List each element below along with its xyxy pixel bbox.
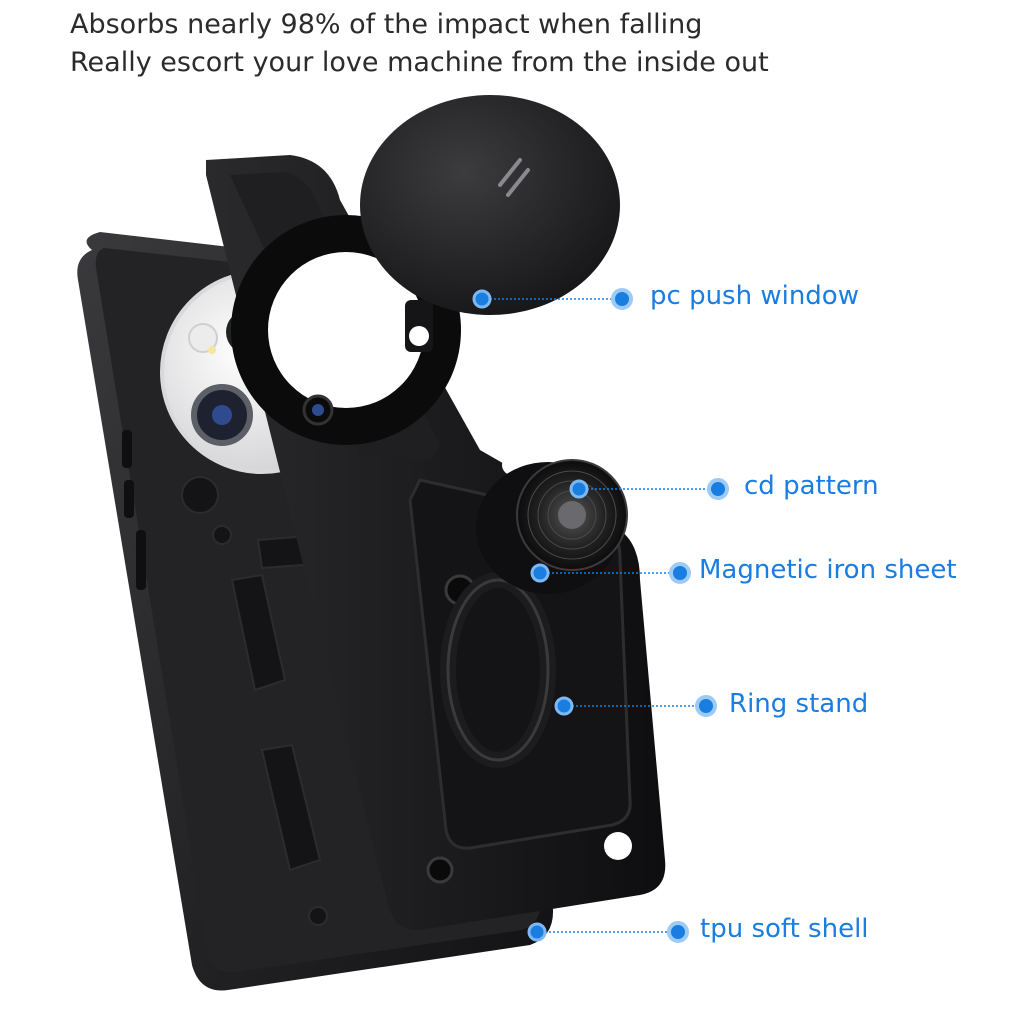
ring-stand (440, 572, 556, 768)
headline-line-1: Absorbs nearly 98% of the impact when fa… (70, 9, 703, 40)
armor-frame (206, 155, 666, 931)
callout-marker-ring-stand (554, 695, 717, 717)
headline: Absorbs nearly 98% of the impact when fa… (70, 6, 769, 82)
callout-label-pc-push-window: pc push window (650, 281, 859, 311)
callout-marker-magnetic-iron-sheet (530, 562, 691, 584)
callout-label-ring-stand: Ring stand (729, 689, 869, 719)
callout-marker-pc-push-window (472, 288, 633, 310)
pc-push-window (360, 95, 620, 352)
side-buttons (122, 430, 146, 590)
callout-markers (472, 288, 729, 943)
callout-marker-cd-pattern (569, 478, 729, 500)
callout-label-tpu-soft-shell: tpu soft shell (700, 914, 869, 944)
callout-label-magnetic-iron-sheet: Magnetic iron sheet (699, 555, 957, 585)
callout-marker-tpu-soft-shell (527, 921, 689, 943)
headline-line-2: Really escort your love machine from the… (70, 47, 769, 78)
callout-label-cd-pattern: cd pattern (744, 471, 879, 501)
